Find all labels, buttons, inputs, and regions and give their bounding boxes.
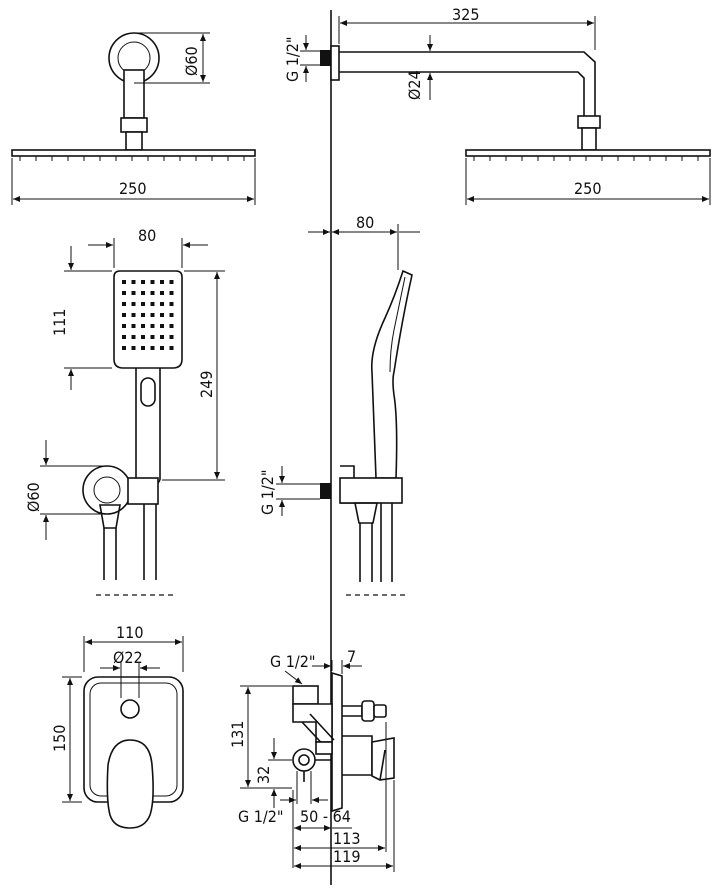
spray-hole bbox=[150, 335, 155, 339]
valve-body-height-label: 131 bbox=[228, 721, 247, 748]
plate-front-view: 110 Ø22 150 bbox=[50, 623, 184, 829]
spray-hole bbox=[141, 324, 145, 328]
spray-hole bbox=[150, 280, 155, 284]
arm-head-width-label: 250 bbox=[574, 179, 601, 198]
spray-hole bbox=[141, 302, 145, 306]
spray-hole bbox=[160, 280, 164, 284]
spray-hole bbox=[131, 313, 136, 317]
spray-hole bbox=[141, 280, 145, 284]
plate-height-label: 150 bbox=[50, 725, 69, 752]
spray-hole bbox=[150, 302, 155, 306]
valve-depth-b-label: 119 bbox=[333, 847, 360, 866]
spray-hole bbox=[122, 291, 126, 295]
arm-inlet-thread-label: G 1/2" bbox=[283, 36, 302, 82]
spray-hole bbox=[141, 335, 145, 339]
hand-inlet-thread-label: G 1/2" bbox=[258, 469, 277, 515]
spray-hole bbox=[141, 291, 145, 295]
spray-hole bbox=[131, 280, 136, 284]
plate-hole-diameter-label: Ø22 bbox=[113, 648, 143, 667]
spray-hole bbox=[160, 346, 164, 350]
spray-hole bbox=[169, 324, 174, 328]
spray-hole bbox=[122, 302, 126, 306]
valve-inlet-thread-label: G 1/2" bbox=[238, 807, 284, 826]
valve-outlet-thread-label: G 1/2" bbox=[270, 652, 316, 671]
spray-hole bbox=[160, 324, 164, 328]
hand-shower-side-view: 80 G 1/2" bbox=[258, 213, 420, 596]
spray-hole bbox=[150, 313, 155, 317]
spray-hole bbox=[169, 291, 174, 295]
spray-hole bbox=[122, 313, 126, 317]
spray-hole bbox=[169, 346, 174, 350]
spray-hole bbox=[169, 335, 174, 339]
valve-plate-thickness-label: 7 bbox=[347, 647, 356, 666]
spray-hole bbox=[169, 313, 174, 317]
spray-hole bbox=[160, 291, 164, 295]
arm-side-view: G 1/2" 325 Ø24 250 bbox=[283, 5, 711, 205]
spray-hole bbox=[141, 346, 145, 350]
hand-head-width-label: 80 bbox=[138, 226, 156, 245]
head-width-label: 250 bbox=[119, 179, 146, 198]
valve-depth-a-label: 113 bbox=[333, 829, 360, 848]
spray-hole bbox=[141, 313, 145, 317]
valve-side-view: G 1/2" 7 131 32 G 1/2" 50 - 64 113 bbox=[228, 647, 395, 872]
hand-depth-label: 80 bbox=[356, 213, 374, 232]
spray-hole bbox=[122, 280, 126, 284]
arm-diameter-label: Ø24 bbox=[405, 70, 424, 100]
hand-total-length-label: 249 bbox=[197, 371, 216, 398]
spray-hole bbox=[169, 280, 174, 284]
spray-hole bbox=[131, 346, 136, 350]
plate-width-label: 110 bbox=[116, 623, 143, 642]
spray-hole bbox=[160, 313, 164, 317]
head-front-view: Ø60 250 bbox=[11, 32, 256, 205]
spray-hole bbox=[122, 346, 126, 350]
hand-shower-front-view: 80 111 249 Ø60 bbox=[24, 226, 225, 596]
hand-head-height-label: 111 bbox=[50, 309, 69, 336]
spray-hole bbox=[122, 335, 126, 339]
spray-hole bbox=[160, 302, 164, 306]
hand-outlet-diameter-label: Ø60 bbox=[24, 482, 43, 512]
spray-hole bbox=[160, 335, 164, 339]
valve-inlet-offset-label: 32 bbox=[254, 766, 273, 784]
valve-install-depth-label: 50 - 64 bbox=[300, 807, 351, 826]
spray-hole bbox=[150, 346, 155, 350]
arm-length-label: 325 bbox=[452, 5, 479, 24]
head-plate bbox=[11, 149, 256, 157]
spray-hole bbox=[131, 302, 136, 306]
spray-hole bbox=[150, 324, 155, 328]
spray-hole bbox=[169, 302, 174, 306]
spray-hole bbox=[122, 324, 126, 328]
spray-hole bbox=[131, 335, 136, 339]
spray-hole bbox=[150, 291, 155, 295]
head-flange-diameter-label: Ø60 bbox=[182, 46, 201, 76]
spray-hole bbox=[131, 291, 136, 295]
spray-hole bbox=[131, 324, 136, 328]
